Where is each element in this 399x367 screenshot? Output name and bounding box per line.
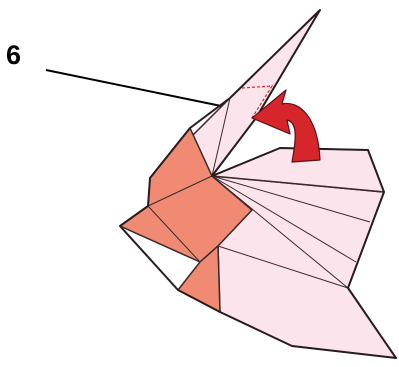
step-number: 6 — [6, 40, 21, 70]
leader-line — [46, 70, 226, 107]
